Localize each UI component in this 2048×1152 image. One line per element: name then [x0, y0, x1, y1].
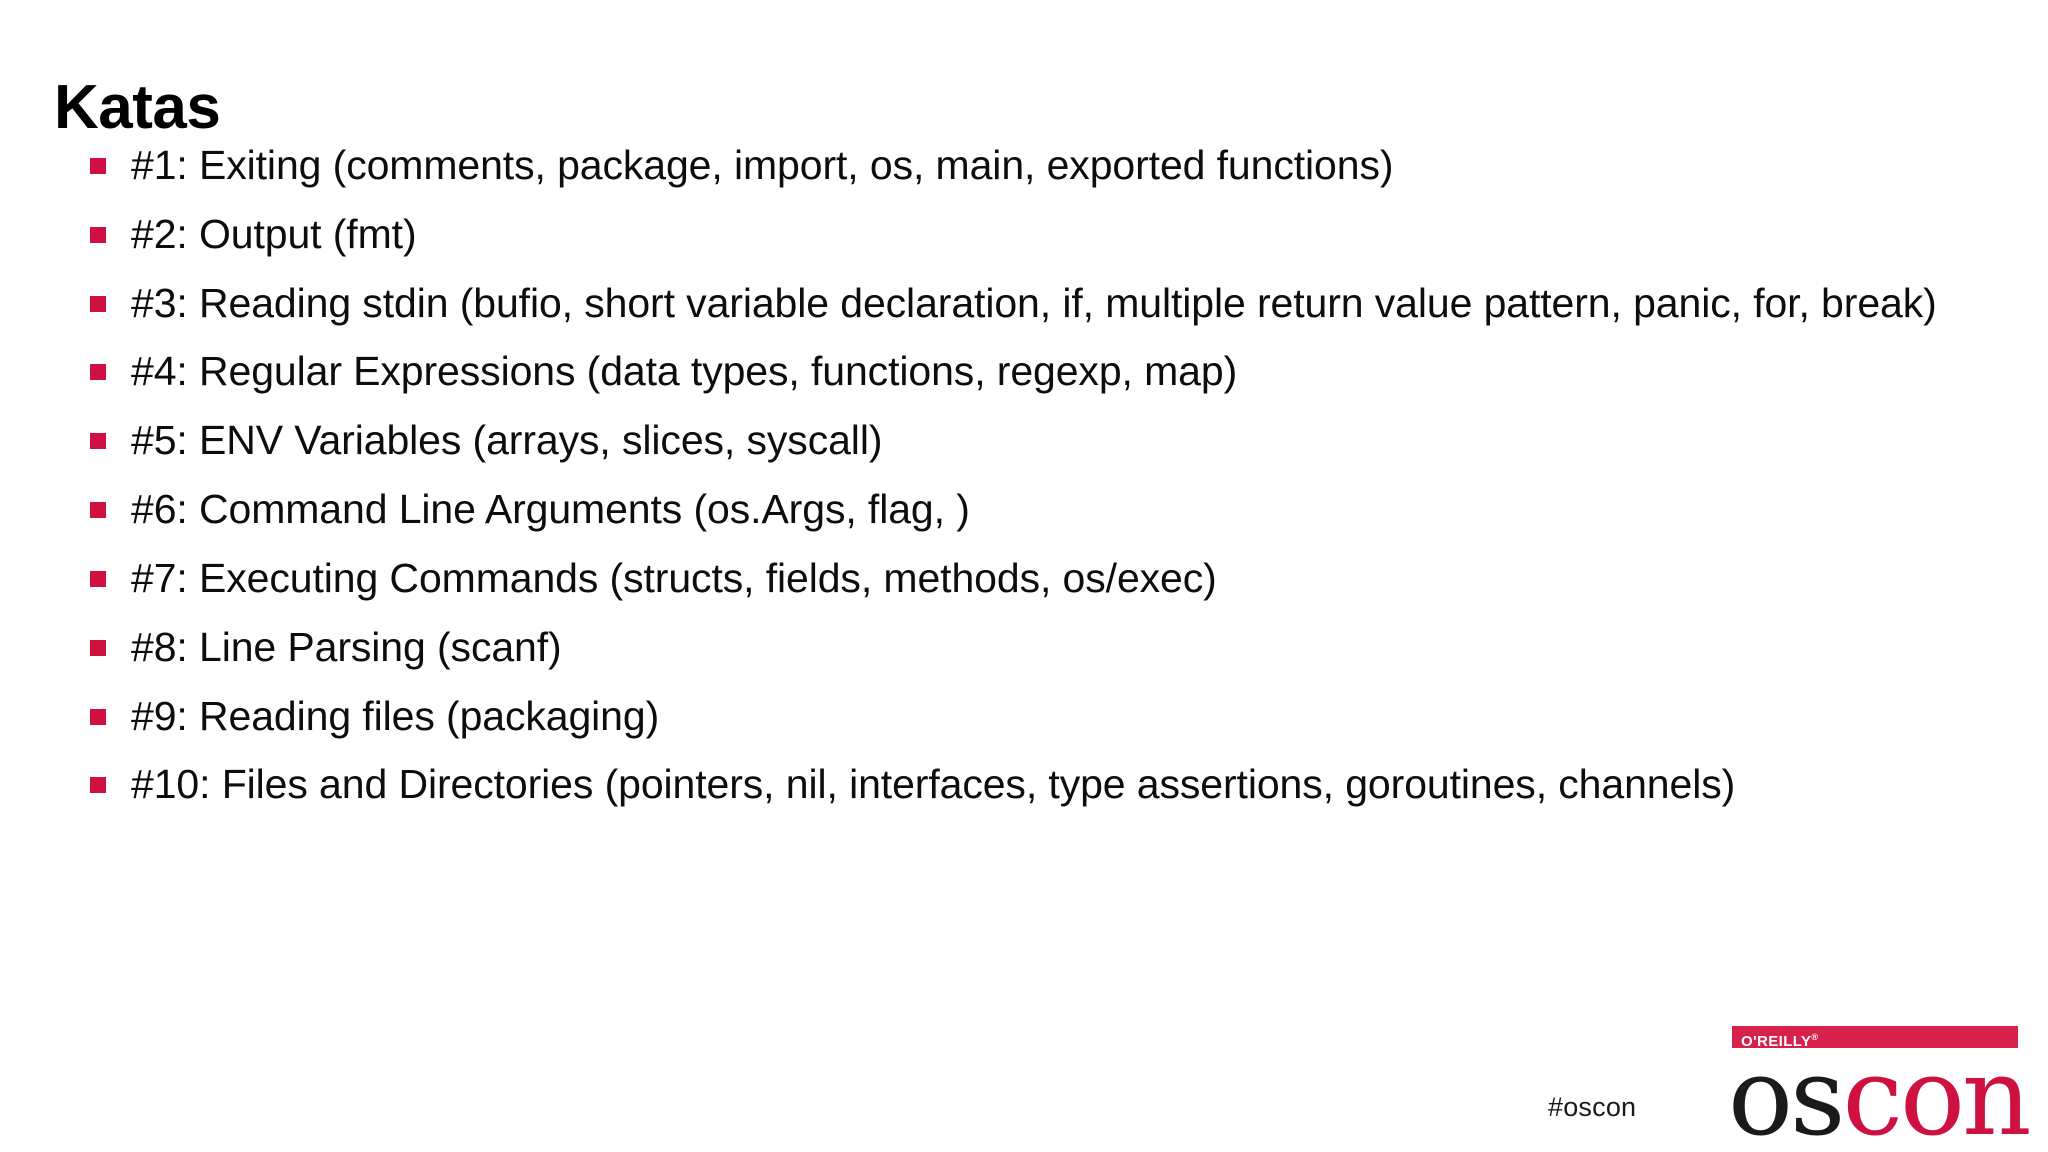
square-bullet-icon [90, 777, 106, 794]
list-item-label: #4: Regular Expressions (data types, fun… [131, 348, 1238, 395]
list-item-label: #7: Executing Commands (structs, fields,… [131, 554, 1217, 601]
list-item-label: #1: Exiting (comments, package, import, … [131, 142, 1394, 188]
square-bullet-icon [90, 295, 106, 312]
list-item-label: #8: Line Parsing (scanf) [131, 623, 562, 670]
oscon-logo: O'REILLY® oscon [1728, 1026, 2032, 1152]
list-item-label: #2: Output (fmt) [131, 210, 417, 257]
oreilly-band [1732, 1026, 2018, 1048]
list-item-label: #9: Reading files (packaging) [131, 692, 660, 739]
list-item-label: #10: Files and Directories (pointers, ni… [131, 761, 1736, 808]
list-item: #9: Reading files (packaging) [90, 691, 1990, 742]
list-item: #7: Executing Commands (structs, fields,… [90, 553, 1990, 604]
list-item: #5: ENV Variables (arrays, slices, sysca… [90, 415, 1990, 466]
oscon-wordmark: oscon [1728, 1044, 2032, 1152]
square-bullet-icon [90, 364, 106, 381]
list-item: #8: Line Parsing (scanf) [90, 622, 1990, 673]
square-bullet-icon [90, 158, 106, 174]
square-bullet-icon [90, 226, 106, 243]
square-bullet-icon [90, 708, 106, 725]
oreilly-wordmark: O'REILLY® [1741, 1029, 1818, 1050]
list-item-label: #5: ENV Variables (arrays, slices, sysca… [131, 417, 883, 464]
square-bullet-icon [90, 502, 106, 519]
list-item: #3: Reading stdin (bufio, short variable… [90, 278, 1990, 329]
oscon-wordmark-accent: con [1842, 1035, 2031, 1152]
list-item: #2: Output (fmt) [90, 209, 1990, 260]
list-item-label: #3: Reading stdin (bufio, short variable… [131, 279, 1937, 326]
oreilly-label: O'REILLY [1741, 1033, 1812, 1050]
square-bullet-icon [90, 433, 106, 450]
square-bullet-icon [90, 639, 106, 656]
list-item-label: #6: Command Line Arguments (os.Args, fla… [131, 486, 970, 533]
list-item: #4: Regular Expressions (data types, fun… [90, 346, 1990, 397]
registered-trademark-icon: ® [1811, 1032, 1819, 1042]
oscon-wordmark-dark: os [1728, 1035, 1845, 1152]
conference-hashtag: #oscon [1548, 1092, 1637, 1122]
page-title: Katas [54, 72, 221, 142]
list-item: #10: Files and Directories (pointers, ni… [90, 759, 1990, 810]
list-item: #1: Exiting (comments, package, import, … [90, 140, 1990, 191]
katas-bullet-list: #1: Exiting (comments, package, import, … [90, 140, 1990, 828]
list-item: #6: Command Line Arguments (os.Args, fla… [90, 484, 1990, 535]
square-bullet-icon [90, 570, 106, 587]
